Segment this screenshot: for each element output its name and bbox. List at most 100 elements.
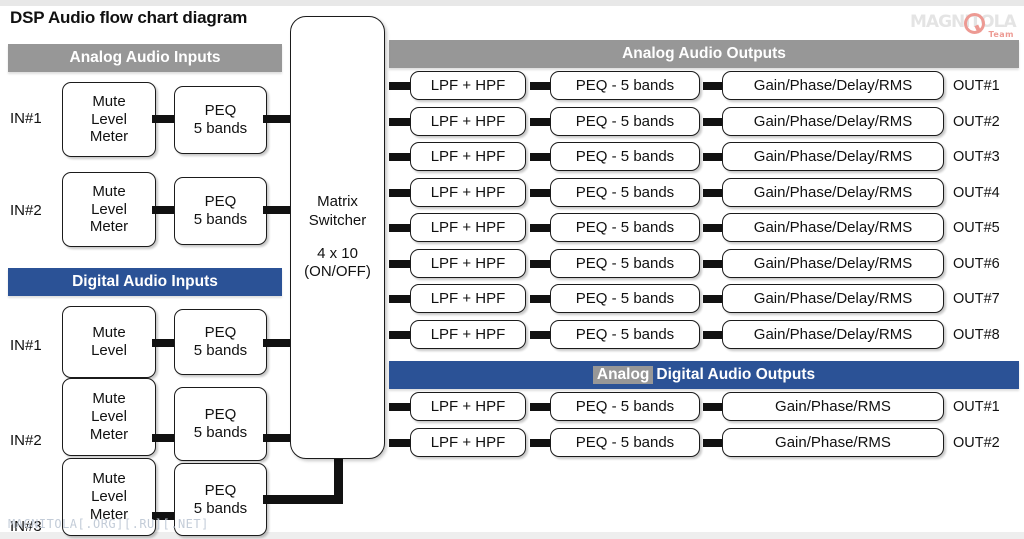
- wire-analog-in2-b: [263, 206, 299, 214]
- analog-output-7-gain[interactable]: Gain/Phase/Delay/RMS: [722, 284, 944, 313]
- block-line: PEQ: [204, 324, 237, 342]
- wire-analog-out3-b: [530, 153, 552, 161]
- analog-output-label-5: OUT#5: [953, 220, 1000, 236]
- digital-output-label-2: OUT#2: [953, 435, 1000, 451]
- analog-output-3-peq[interactable]: PEQ - 5 bands: [550, 142, 700, 171]
- wire-digital-in2-b: [263, 434, 299, 442]
- wire-digital-out1-b: [530, 403, 552, 411]
- block-text: PEQ - 5 bands: [575, 76, 675, 94]
- block-text: LPF + HPF: [430, 183, 506, 201]
- digital-output-1-gain[interactable]: Gain/Phase/RMS: [722, 392, 944, 421]
- analog-output-label-8: OUT#8: [953, 327, 1000, 343]
- analog-input-1-mute-level-meter[interactable]: Mute Level Meter: [62, 82, 156, 157]
- magnitola-logo-text: MAGNITOLA: [910, 12, 1017, 32]
- analog-output-1-gain[interactable]: Gain/Phase/Delay/RMS: [722, 71, 944, 100]
- matrix-name-line-2: Switcher: [308, 211, 367, 229]
- wire-analog-out5-c: [703, 224, 725, 232]
- digital-output-2-peq[interactable]: PEQ - 5 bands: [550, 428, 700, 457]
- analog-input-1-peq[interactable]: PEQ 5 bands: [174, 86, 267, 154]
- block-text: LPF + HPF: [430, 112, 506, 130]
- matrix-size: 4 x 10: [317, 244, 358, 262]
- digital-input-label-2: IN#2: [10, 432, 42, 449]
- analog-output-4-filter[interactable]: LPF + HPF: [410, 178, 526, 207]
- block-line: Meter: [89, 505, 129, 523]
- block-line: 5 bands: [193, 211, 248, 228]
- analog-outputs-header-label: Analog Audio Outputs: [622, 45, 786, 62]
- block-text: PEQ - 5 bands: [575, 397, 675, 415]
- analog-output-6-gain[interactable]: Gain/Phase/Delay/RMS: [722, 249, 944, 278]
- digital-input-1-mute-level[interactable]: Mute Level: [62, 306, 156, 378]
- analog-output-4-peq[interactable]: PEQ - 5 bands: [550, 178, 700, 207]
- analog-output-7-peq[interactable]: PEQ - 5 bands: [550, 284, 700, 313]
- digital-output-1-peq[interactable]: PEQ - 5 bands: [550, 392, 700, 421]
- block-line: Level: [91, 342, 127, 359]
- analog-input-2-peq[interactable]: PEQ 5 bands: [174, 177, 267, 245]
- analog-output-4-gain[interactable]: Gain/Phase/Delay/RMS: [722, 178, 944, 207]
- block-text: LPF + HPF: [430, 147, 506, 165]
- analog-input-label-1: IN#1: [10, 110, 42, 127]
- digital-outputs-header: Analog Digital Audio Outputs: [389, 361, 1019, 389]
- block-text: Gain/Phase/Delay/RMS: [753, 325, 913, 343]
- digital-input-2-peq[interactable]: PEQ 5 bands: [174, 387, 267, 461]
- wire-digital-out1-a: [389, 403, 411, 411]
- digital-output-label-1: OUT#1: [953, 399, 1000, 415]
- analog-output-8-gain[interactable]: Gain/Phase/Delay/RMS: [722, 320, 944, 349]
- analog-output-1-filter[interactable]: LPF + HPF: [410, 71, 526, 100]
- block-text: Gain/Phase/Delay/RMS: [753, 254, 913, 272]
- wire-analog-in2-a: [152, 206, 180, 214]
- block-line: Mute: [92, 92, 126, 110]
- digital-output-1-filter[interactable]: LPF + HPF: [410, 392, 526, 421]
- analog-output-3-gain[interactable]: Gain/Phase/Delay/RMS: [722, 142, 944, 171]
- analog-output-5-gain[interactable]: Gain/Phase/Delay/RMS: [722, 213, 944, 242]
- block-line: PEQ: [204, 193, 237, 211]
- block-text: LPF + HPF: [430, 254, 506, 272]
- block-line: Mute: [92, 182, 126, 200]
- digital-input-1-peq[interactable]: PEQ 5 bands: [174, 309, 267, 375]
- analog-input-2-mute-level-meter[interactable]: Mute Level Meter: [62, 172, 156, 247]
- block-text: Gain/Phase/Delay/RMS: [753, 147, 913, 165]
- wire-analog-out7-c: [703, 295, 725, 303]
- wire-analog-out4-a: [389, 189, 411, 197]
- block-line: Mute: [92, 324, 126, 342]
- digital-output-2-filter[interactable]: LPF + HPF: [410, 428, 526, 457]
- block-text: Gain/Phase/Delay/RMS: [753, 112, 913, 130]
- digital-input-2-mute-level-meter[interactable]: Mute Level Meter: [62, 378, 156, 456]
- matrix-switcher-block[interactable]: Matrix Switcher 4 x 10 (ON/OFF): [290, 16, 385, 459]
- analog-output-2-filter[interactable]: LPF + HPF: [410, 107, 526, 136]
- block-line: PEQ: [204, 102, 237, 120]
- analog-output-label-3: OUT#3: [953, 149, 1000, 165]
- block-line: Level: [91, 488, 127, 506]
- analog-output-7-filter[interactable]: LPF + HPF: [410, 284, 526, 313]
- analog-output-label-2: OUT#2: [953, 114, 1000, 130]
- wire-analog-out3-a: [389, 153, 411, 161]
- wire-digital-out2-a: [389, 439, 411, 447]
- wire-analog-out8-a: [389, 331, 411, 339]
- block-text: PEQ - 5 bands: [575, 147, 675, 165]
- digital-input-3-mute-level-meter[interactable]: Mute Level Meter: [62, 458, 156, 536]
- digital-inputs-header-label: Digital Audio Inputs: [72, 273, 218, 290]
- digital-input-label-1: IN#1: [10, 337, 42, 354]
- analog-output-5-peq[interactable]: PEQ - 5 bands: [550, 213, 700, 242]
- wire-analog-out2-b: [530, 118, 552, 126]
- analog-output-8-filter[interactable]: LPF + HPF: [410, 320, 526, 349]
- digital-input-3-peq[interactable]: PEQ 5 bands: [174, 463, 267, 536]
- magnitola-team-text: Team: [988, 30, 1014, 39]
- analog-output-2-peq[interactable]: PEQ - 5 bands: [550, 107, 700, 136]
- wire-digital-out1-c: [703, 403, 725, 411]
- wire-digital-in2-a: [152, 434, 180, 442]
- digital-outputs-header-chip: Analog: [592, 366, 654, 384]
- analog-output-1-peq[interactable]: PEQ - 5 bands: [550, 71, 700, 100]
- analog-output-2-gain[interactable]: Gain/Phase/Delay/RMS: [722, 107, 944, 136]
- analog-output-6-filter[interactable]: LPF + HPF: [410, 249, 526, 278]
- analog-output-3-filter[interactable]: LPF + HPF: [410, 142, 526, 171]
- analog-output-5-filter[interactable]: LPF + HPF: [410, 213, 526, 242]
- analog-output-8-peq[interactable]: PEQ - 5 bands: [550, 320, 700, 349]
- matrix-name-line-1: Matrix: [317, 193, 358, 210]
- block-text: PEQ - 5 bands: [575, 254, 675, 272]
- analog-output-label-7: OUT#7: [953, 291, 1000, 307]
- analog-output-6-peq[interactable]: PEQ - 5 bands: [550, 249, 700, 278]
- block-line: Meter: [89, 128, 129, 146]
- digital-output-2-gain[interactable]: Gain/Phase/RMS: [722, 428, 944, 457]
- block-line: Mute: [92, 390, 126, 408]
